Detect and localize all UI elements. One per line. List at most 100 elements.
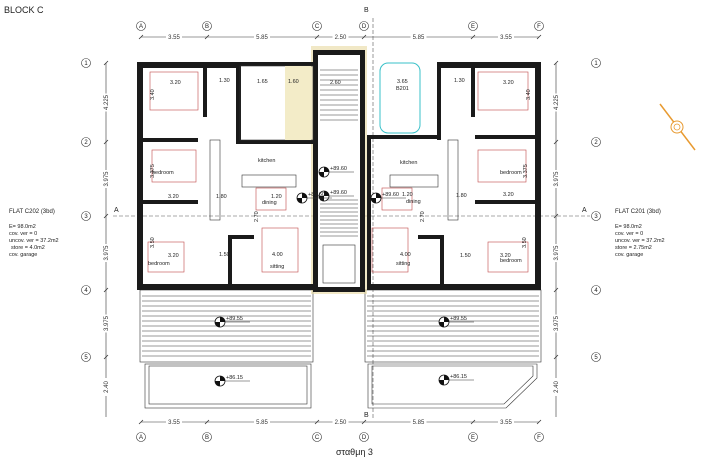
column-dimension: 5.85 (256, 35, 268, 41)
column-dimension: 2.50 (335, 35, 347, 41)
flat-info-line: uncov. ver = 37.2m2 (615, 238, 665, 244)
level-value: +89.55 (226, 316, 243, 322)
north-arrow-icon (659, 103, 696, 151)
grid-column-label: F (537, 24, 541, 30)
column-dimension: 2.50 (335, 420, 347, 426)
flat-type: (3bd) (41, 209, 55, 215)
room-dimension: 1.50 (460, 253, 471, 259)
flat-name: FLAT C202 (9, 209, 40, 215)
room-label-bedroom: bedroom (148, 261, 170, 267)
column-dimension: 3.55 (168, 35, 180, 41)
flat-info-line: cov. garage (9, 252, 37, 258)
grid-row-label-bubble (591, 137, 601, 147)
level-value: +86.15 (450, 374, 467, 380)
room-dimension: 2.70 (420, 211, 426, 222)
column-dimension: 5.85 (256, 420, 268, 426)
grid-row-label-bubble (81, 58, 91, 68)
room-dimension: 1.60 (288, 79, 299, 85)
room-dimension: 3.375 (523, 164, 529, 178)
section-a-right: A (582, 207, 587, 214)
grid-column-label-bubble (534, 432, 544, 442)
column-dimension: 3.55 (500, 420, 512, 426)
svg-text:FLAT C201 (3bd): FLAT C201 (3bd) (615, 209, 661, 215)
section-b-top: B (364, 7, 369, 14)
room-dimension: 3.40 (526, 89, 532, 100)
level-value: +86.15 (226, 375, 243, 381)
grid-column-label: F (537, 435, 541, 441)
room-dimension: 3.40 (150, 89, 156, 100)
level-marker-icon: +86.15 (214, 375, 250, 387)
grid-row-label: 2 (594, 140, 598, 146)
grid-row-label: 4 (84, 288, 88, 294)
grid-column-label: B (205, 435, 209, 441)
flat-c201-plan (367, 62, 541, 290)
room-dimension: 1.30 (454, 78, 465, 84)
section-lines: A A B B (113, 7, 590, 419)
car-icon (379, 62, 421, 134)
row-dimension: 3.975 (554, 315, 560, 331)
row-dimension: 4.225 (554, 94, 560, 110)
row-dimension: 3.975 (104, 171, 110, 187)
grid-column-label-bubble (359, 432, 369, 442)
level-marker-icon: +86.15 (438, 374, 474, 386)
grid-row-label: 1 (84, 61, 88, 67)
room-dimension: 4.00 (400, 252, 411, 258)
room-dimension: 1.80 (216, 194, 227, 200)
room-label-bedroom: bedroom (500, 170, 522, 176)
plan-labels: bedroombedroomkitchendiningsittingbedroo… (148, 78, 532, 270)
grid-row-label-bubble (591, 285, 601, 295)
garage-label: B201 (396, 86, 409, 92)
grid-column-label: B (205, 24, 209, 30)
section-b-bottom: B (364, 412, 369, 419)
drawing-title: BLOCK C (4, 5, 44, 15)
grid-row-label: 4 (594, 288, 598, 294)
flat-info-line: cov. ver = 0 (615, 231, 643, 237)
grid-row-label-bubble (81, 211, 91, 221)
balconies (139, 289, 542, 409)
grid-column-label: D (362, 24, 367, 30)
grid-row-label: 2 (84, 140, 88, 146)
grid-row-label: 5 (84, 355, 88, 361)
level-value: +89.60 (330, 166, 347, 172)
level-marker-icon: +89.60 (370, 192, 406, 204)
room-dimension: 2.60 (330, 80, 341, 86)
flat-type: (3bd) (647, 209, 661, 215)
grid-column-label: A (139, 24, 143, 30)
grid-row-label: 1 (594, 61, 598, 67)
flat-info-line: store = 2.75m2 (615, 245, 652, 251)
grid-column-label-bubble (202, 21, 212, 31)
flat-info-line: E= 98.0m2 (615, 224, 642, 230)
grid-column-label-bubble (312, 432, 322, 442)
level-marker-icon: +89.60 (318, 190, 354, 202)
room-dimension: 1.65 (257, 79, 268, 85)
grid-row-label-bubble (81, 285, 91, 295)
room-dimension: 3.375 (150, 164, 156, 178)
grid-row-label-bubble (591, 58, 601, 68)
room-dimension: 3.20 (168, 194, 179, 200)
grid-row-label: 3 (84, 214, 88, 220)
room-dimension: 4.00 (272, 252, 283, 258)
room-dimension: 3.50 (522, 237, 528, 248)
flat-c202-plan (137, 62, 314, 290)
room-dimension: 3.65 (397, 79, 408, 85)
room-label-sitting: sitting (396, 261, 410, 267)
grid-column-label: D (362, 435, 367, 441)
row-dimension: 3.975 (104, 315, 110, 331)
row-dimension: 3.975 (104, 245, 110, 261)
room-dimension: 3.20 (503, 192, 514, 198)
grid-column-label-bubble (468, 432, 478, 442)
grid-row-label-bubble (81, 352, 91, 362)
grid-column-label-bubble (202, 432, 212, 442)
level-value: +89.60 (330, 190, 347, 196)
room-dimension: 3.20 (503, 80, 514, 86)
row-dimension: 3.975 (554, 171, 560, 187)
grid-column-label: C (315, 24, 320, 30)
column-dimension: 5.85 (413, 35, 425, 41)
room-label-dining: dining (262, 200, 277, 206)
flat-c202-info: FLAT C202 (3bd) E= 98.0m2 cov. ver = 0 u… (9, 209, 59, 258)
grid-column-label: E (471, 24, 475, 30)
flat-name: FLAT C201 (615, 209, 646, 215)
room-dimension: 3.20 (170, 80, 181, 86)
grid-column-label-bubble (312, 21, 322, 31)
